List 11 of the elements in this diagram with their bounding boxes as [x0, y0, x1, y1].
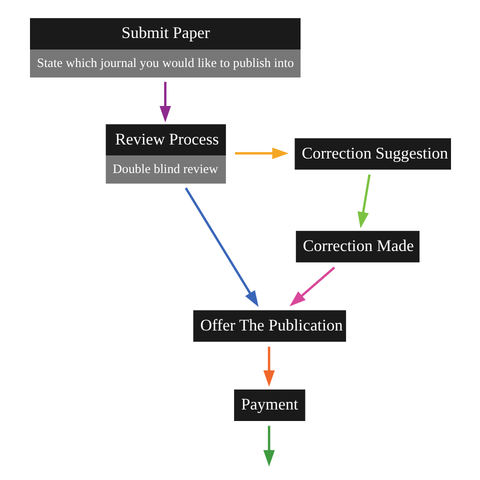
arrow: [184, 187, 258, 308]
node-box: Offer The Publication: [192, 310, 346, 342]
arrow: [159, 82, 170, 122]
node-box: Correction Made: [295, 230, 420, 262]
arrow: [262, 346, 274, 387]
arrow: [234, 148, 288, 160]
node-box: Payment: [234, 390, 305, 421]
arrow: [262, 426, 274, 466]
node-box: Correction Suggestion: [294, 138, 450, 170]
arrow: [357, 174, 370, 228]
arrow: [289, 266, 335, 306]
